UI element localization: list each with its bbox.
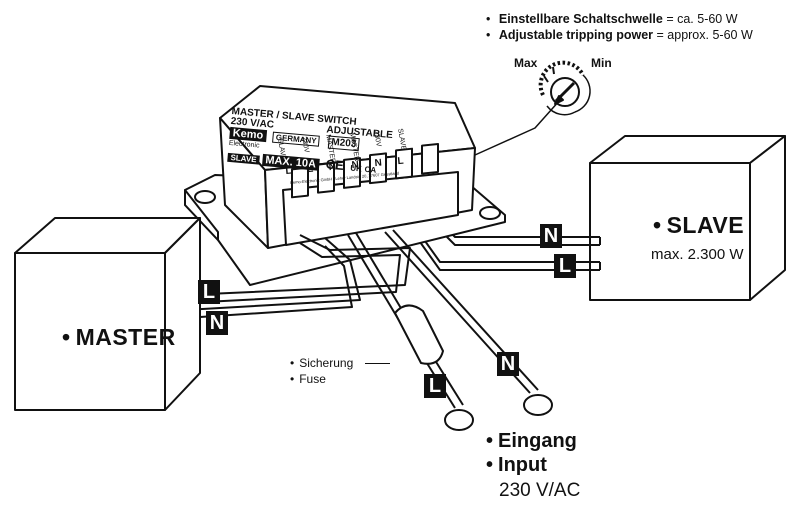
slave-tag-l: L (554, 254, 576, 278)
info-tripping-de-bold: Einstellbare Schaltschwelle (498, 12, 663, 26)
dial-arrow (554, 95, 564, 105)
input-label-en: Input (486, 454, 547, 477)
dial-min-label: Min (591, 56, 612, 70)
input-label-de: Eingang (486, 430, 577, 453)
info-tripping-de: Einstellbare Schaltschwelle = ca. 5-60 W (486, 11, 738, 27)
info-tripping-en-bold: Adjustable tripping power (498, 28, 654, 42)
terminal-letter-1: L (285, 165, 292, 177)
input-tag-l: L (424, 374, 446, 398)
master-tag-n: N (206, 311, 228, 335)
input-plug-l (444, 409, 474, 431)
master-label: MASTER (62, 324, 176, 351)
module-slave-text: SLAVE (227, 152, 260, 165)
info-tripping-en-value: = approx. 5-60 W (653, 28, 753, 42)
fuse-label-de: Sicherung (290, 356, 353, 370)
input-tag-n: N (497, 352, 519, 376)
terminal-letter-4: N (351, 159, 360, 172)
terminal-letter-2: L (306, 163, 314, 176)
dial-pointer-line (474, 99, 561, 156)
info-tripping-de-value: = ca. 5-60 W (662, 12, 738, 26)
input-plug-n (523, 394, 553, 416)
adjustment-dial (538, 60, 591, 116)
terminal-letter-3: N (328, 161, 337, 174)
fuse-leader-line (365, 363, 390, 364)
dial-max-label: Max (514, 56, 538, 70)
input-voltage: 230 V/AC (499, 480, 581, 501)
terminal-letter-5: N (374, 157, 383, 170)
slave-label: SLAVE (653, 212, 744, 239)
slave-power: max. 2.300 W (651, 246, 744, 263)
fuse-label-en: Fuse (290, 372, 326, 386)
fuse (394, 304, 444, 365)
master-box (14, 217, 201, 411)
terminal-screws (291, 142, 439, 199)
info-tripping-en: Adjustable tripping power = approx. 5-60… (486, 27, 753, 43)
terminal-letter-6: L (397, 155, 405, 168)
slave-tag-n: N (540, 224, 562, 248)
master-tag-l: L (198, 280, 220, 304)
dial-scale (538, 60, 585, 96)
terminal-block (282, 142, 459, 246)
